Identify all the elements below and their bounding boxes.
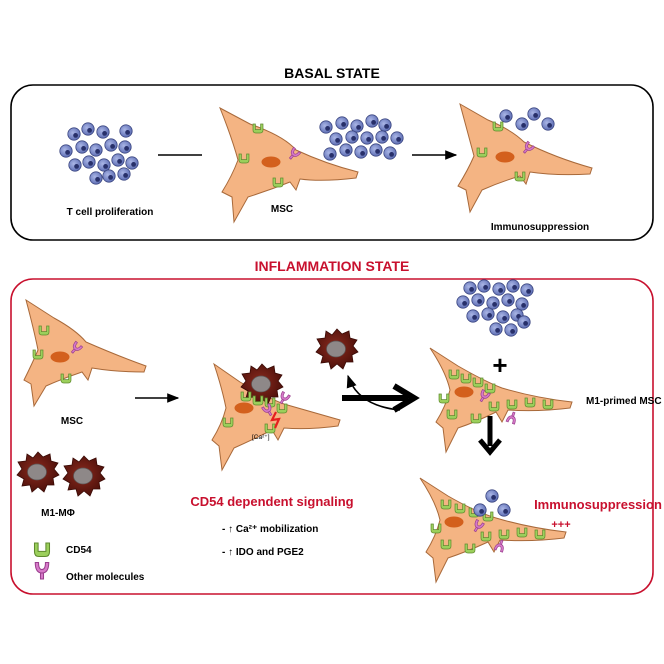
calcium-label: [Ca²⁺] bbox=[252, 434, 270, 441]
immunosuppression-label-basal: Immunosuppression bbox=[491, 222, 589, 233]
cd54-legend-icon bbox=[33, 542, 51, 558]
tcell-cluster-inflammation bbox=[456, 279, 534, 337]
legend-other-label: Other molecules bbox=[66, 572, 145, 583]
immunosuppression-label-inflammation: Immunosuppression bbox=[534, 497, 662, 512]
tcell-proliferation-label: T cell proliferation bbox=[67, 207, 154, 218]
msc-cell-basal bbox=[219, 106, 359, 224]
legend: CD54 Other molecules bbox=[33, 542, 145, 583]
immunosuppression-strength: +++ bbox=[551, 519, 570, 531]
msc-label-inflammation: MSC bbox=[61, 416, 83, 427]
tcell-cluster-basal-msc bbox=[319, 114, 404, 161]
m1-macrophage-pair bbox=[16, 451, 106, 497]
bullet-ido-pge2: - ↑ IDO and PGE2 bbox=[222, 547, 304, 558]
down-arrow-head bbox=[478, 438, 502, 456]
bullet-calcium: - ↑ Ca²⁺ mobilization bbox=[222, 524, 318, 535]
cd54-signaling-title: CD54 dependent signaling bbox=[190, 494, 353, 509]
m1-primed-msc-cell bbox=[429, 347, 573, 454]
basal-panel bbox=[10, 84, 654, 241]
release-curved-arrow bbox=[346, 374, 401, 411]
msc-cell-inflammation bbox=[23, 298, 147, 408]
m1-macrophage-label: M1-MΦ bbox=[41, 508, 75, 519]
msc-label-basal: MSC bbox=[271, 204, 293, 215]
msc-macrophage-contact bbox=[211, 362, 341, 472]
msc-immunosuppression-cell bbox=[419, 477, 567, 584]
inflammation-title: INFLAMMATION STATE bbox=[255, 258, 410, 274]
signal-bolt-icon bbox=[270, 411, 281, 429]
basal-title: BASAL STATE bbox=[284, 65, 380, 81]
other-molecules-legend-icon bbox=[34, 561, 50, 580]
plus-sign: + bbox=[492, 350, 507, 380]
m1-primed-msc-label: M1-primed MSC bbox=[586, 396, 662, 407]
inflammation-panel bbox=[10, 278, 654, 595]
msc-cell-basal-suppressed bbox=[457, 102, 593, 214]
big-arrow-head bbox=[392, 383, 420, 413]
legend-cd54-label: CD54 bbox=[66, 545, 92, 556]
tcell-cluster-basal bbox=[59, 122, 139, 185]
macrophage-released-icon bbox=[315, 328, 359, 370]
